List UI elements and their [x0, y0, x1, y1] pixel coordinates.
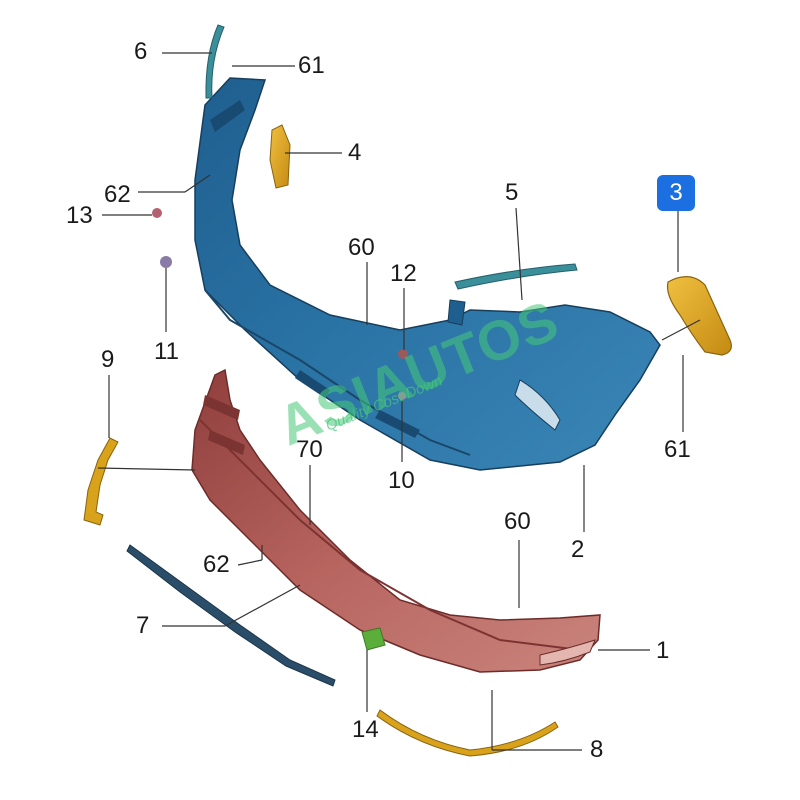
callout-5: 5 — [505, 179, 519, 206]
part-8-yellow-strip — [376, 709, 559, 757]
callout-60-lower: 60 — [504, 508, 531, 535]
part-4-bracket — [269, 124, 291, 189]
part-7-lower-strip — [126, 544, 336, 687]
leader-lines — [97, 52, 701, 751]
callout-4: 4 — [348, 139, 362, 166]
callout-14: 14 — [352, 716, 379, 743]
callout-13: 13 — [66, 202, 93, 229]
part-13-fastener — [152, 208, 162, 218]
callout-12: 12 — [390, 260, 417, 287]
part-14-clip — [361, 627, 386, 651]
part-2-upper-bumper-cover — [194, 77, 661, 471]
callout-7: 7 — [136, 612, 150, 639]
callout-61-right: 61 — [664, 436, 691, 463]
callout-62-lower: 62 — [203, 551, 230, 578]
callout-8: 8 — [590, 736, 604, 763]
callout-6: 6 — [134, 38, 148, 65]
part-12-fastener — [398, 349, 408, 359]
part-6-side-strip — [205, 24, 225, 99]
part-11-fastener — [160, 256, 172, 268]
callout-1: 1 — [656, 637, 670, 664]
part-1-lower-bumper — [191, 368, 601, 673]
part-9-sensor-bracket — [83, 437, 119, 526]
part-10-fastener — [398, 392, 406, 400]
callout-2: 2 — [571, 536, 585, 563]
callout-62-upper: 62 — [104, 181, 131, 208]
callout-60-upper: 60 — [348, 234, 375, 261]
callout-10: 10 — [388, 467, 415, 494]
callout-11: 11 — [154, 338, 179, 365]
callout-3-badge: 3 — [657, 175, 695, 211]
part-3-bracket — [666, 276, 732, 356]
callout-9: 9 — [101, 346, 115, 373]
callout-70: 70 — [296, 436, 323, 463]
callout-61-top: 61 — [298, 52, 325, 79]
part-5-upper-strip — [454, 263, 578, 290]
